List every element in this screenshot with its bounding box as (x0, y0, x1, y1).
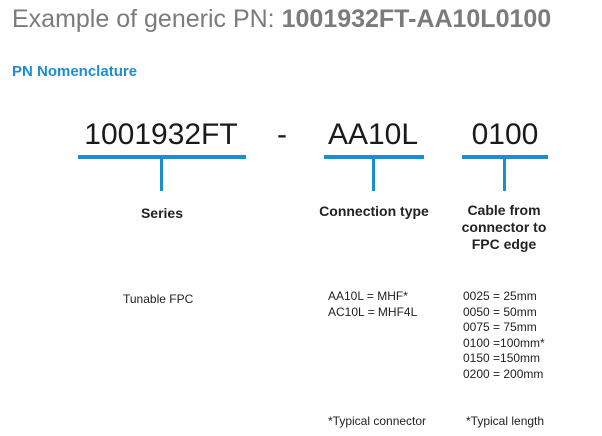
list-item: 0100 =100mm* (463, 335, 545, 350)
list-item: 0200 = 200mm (463, 366, 544, 381)
title-prefix: Example of generic PN: (12, 5, 282, 33)
length-label: Cable from connector to FPC edge (446, 202, 562, 253)
list-item: AA10L = MHF* (328, 289, 408, 303)
section-subtitle: PN Nomenclature (12, 63, 138, 80)
series-stem (160, 157, 163, 191)
length-stem (503, 157, 506, 191)
length-label-line: connector to (461, 219, 547, 235)
title-pn: 1001932FT-AA10L0100 (281, 5, 552, 33)
segment-connection: AA10L (327, 118, 419, 151)
length-label-line: FPC edge (471, 236, 537, 252)
list-item: 0050 = 50mm (463, 304, 537, 319)
connection-label: Connection type (319, 203, 429, 219)
length-label-line: Cable from (467, 202, 541, 218)
segment-series: 1001932FT (84, 118, 238, 151)
list-item: 0150 =150mm (463, 351, 541, 365)
series-label: Series (140, 205, 184, 221)
length-footnote: *Typical length (466, 414, 545, 428)
list-item: 0025 = 25mm (463, 289, 537, 303)
length-values: 0025 = 25mm 0050 = 50mm 0075 = 75mm 0100… (463, 289, 545, 382)
series-value: Tunable FPC (123, 292, 194, 306)
segment-dash: - (277, 118, 287, 151)
list-item: 0075 = 75mm (463, 320, 537, 334)
connection-values: AA10L = MHF* AC10L = MHF4L (328, 289, 417, 320)
connection-stem (372, 157, 375, 191)
segment-length: 0100 (471, 118, 539, 151)
connection-footnote: *Typical connector (328, 414, 427, 428)
page-title: Example of generic PN: 1001932FT-AA10L01… (12, 5, 551, 34)
list-item: AC10L = MHF4L (328, 304, 418, 319)
